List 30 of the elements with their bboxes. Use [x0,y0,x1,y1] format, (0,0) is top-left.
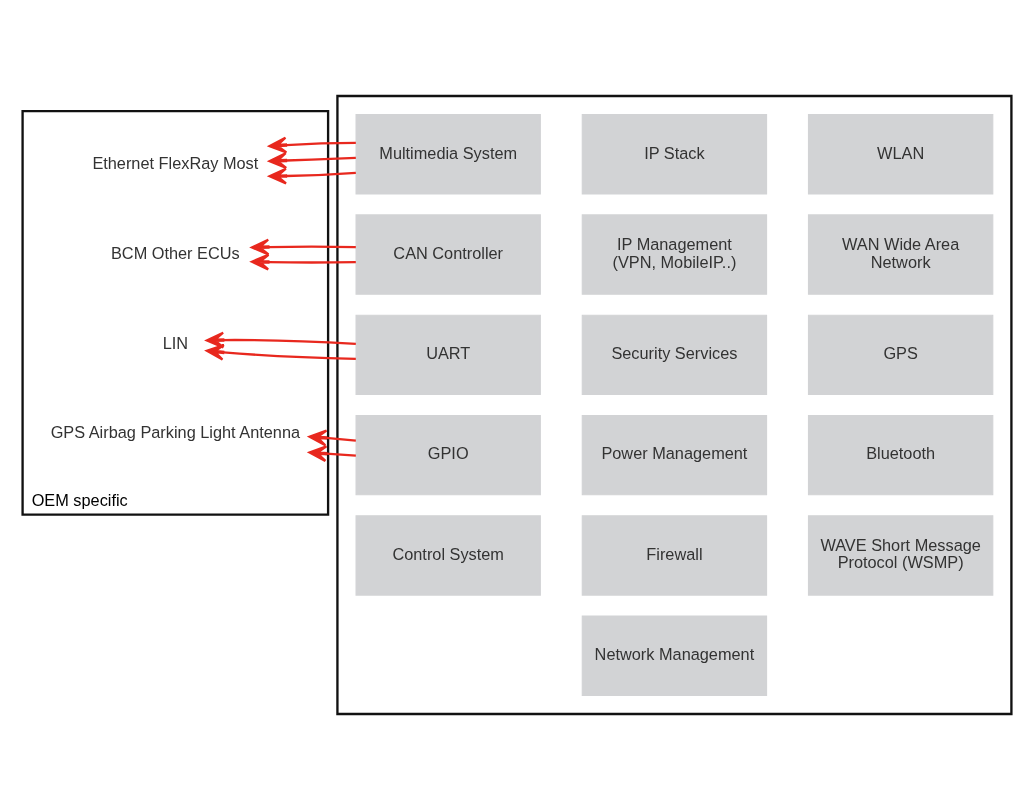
node-box: WAVE Short Message Protocol (WSMP) [807,515,994,596]
arrow [250,238,356,256]
node-box: WAN Wide Area Network [807,214,994,295]
node-box: Power Management [581,414,768,496]
node-box: Network Management [581,615,768,696]
node-box: Bluetooth [807,414,994,496]
node-text: BCM Other ECUs [110,243,240,262]
node-text: Ethernet FlexRay Most [92,154,259,173]
arrow [308,445,356,463]
node-box: Firewall [581,515,768,596]
node-box: IP Management (VPN, MobileIP..) [581,214,768,295]
node-text: LIN [162,333,189,352]
node-box: Security Services [581,314,768,396]
node-box: Control System [355,515,541,596]
node-box: WLAN [807,114,994,195]
node-box: GPIO [355,414,541,496]
node-box: UART [355,314,541,396]
arrow [205,343,356,361]
arrow [268,152,356,170]
node-text: GPS Airbag Parking Light Antenna [50,423,301,442]
arrow [268,136,356,154]
arrow [308,429,356,447]
node-box: IP Stack [581,114,768,195]
arrow [205,331,356,349]
cluster [336,94,1013,716]
node-box: Multimedia System [355,114,541,195]
node-box: GPS [807,314,994,396]
arrow [250,253,356,271]
arrow [268,167,356,185]
node-box: CAN Controller [355,214,541,295]
